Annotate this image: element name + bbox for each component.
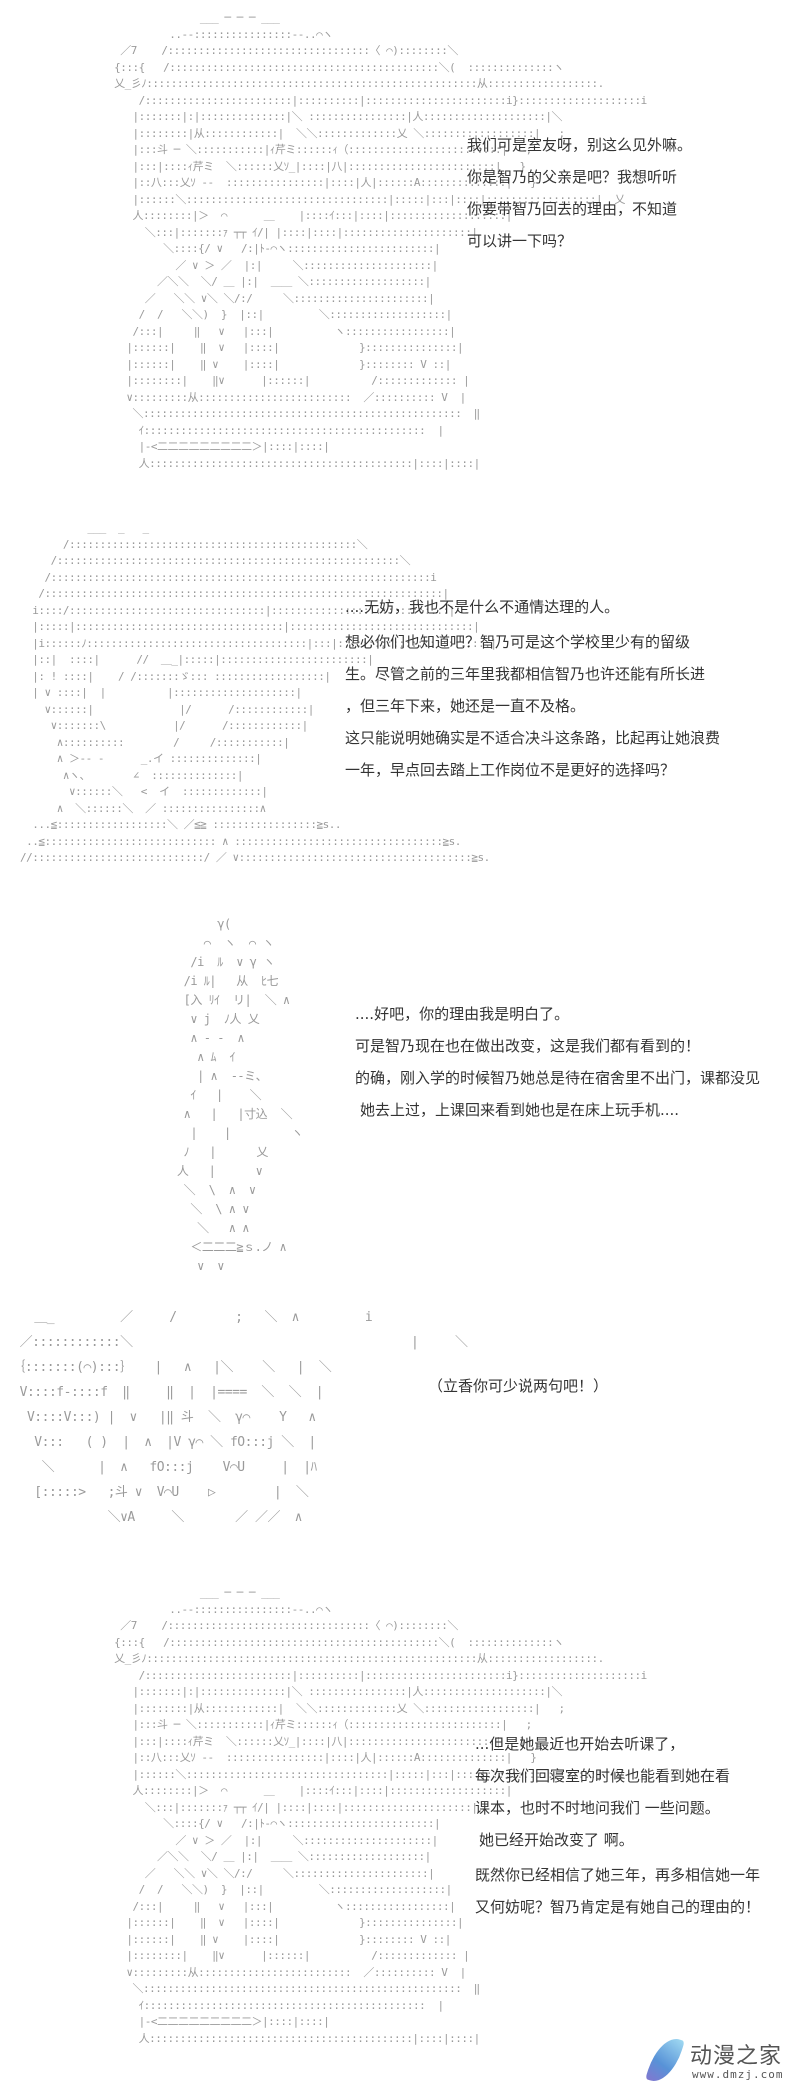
dialogue-line: 她已经开始改变了 啊。 xyxy=(479,1831,634,1849)
dialogue-line: 课本，也时不时地问我们 一些问题。 xyxy=(475,1799,720,1817)
dialogue-line: 一年，早点回去踏上工作岗位不是更好的选择吗？ xyxy=(345,761,676,779)
dialogue-line: ....无妨，我也不是什么不通情达理的人。 xyxy=(345,598,620,616)
dialogue-line: 的确，刚入学的时候智乃她总是待在宿舍里不出门，课都没见 xyxy=(355,1069,761,1087)
panel-3: γ( ⌒ ヽ ⌒ ヽ /i ﾙ ∨ γ ヽ /i ﾙ| 从 ﾋ七 [入 ﾘｲ リ… xyxy=(0,905,800,1295)
dialogue-line: 既然你已经相信了她三年，再多相信她一年 xyxy=(475,1866,761,1884)
dialogue-line: 想必你们也知道吧？智乃可是这个学校里少有的留级 xyxy=(345,633,691,651)
panel-4: ＿_ ／ / ; ＼ ∧ i ／::::::::::::＼ | ＼ ｛:::::… xyxy=(0,1295,800,1545)
dialogue-block-1: 我们可是室友呀，别这么见外嘛。 你是智乃的父亲是吧？我想听听 你要带智乃回去的理… xyxy=(467,136,692,264)
dialogue-line: 又何妨呢？智乃肯定是有她自己的理由的！ xyxy=(475,1898,761,1916)
dialogue-line: ....好吧，你的理由我是明白了。 xyxy=(355,1005,570,1023)
watermark-title: 动漫之家 xyxy=(690,2044,783,2069)
dialogue-line: 我们可是室友呀，别这么见外嘛。 xyxy=(467,136,693,154)
ascii-art-girl: ___ ─ ─ ─ ___ ..-‐::::::::::::::::‐-..⌒ヽ… xyxy=(114,11,647,470)
dialogue-line: 她去上过，上课回来看到她也是在床上玩手机.... xyxy=(360,1101,680,1119)
dialogue-line: 每次我们回寝室的时候也能看到她在看 xyxy=(475,1767,731,1785)
panel-5: ___ ─ ─ ─ ___ ..-‐::::::::::::::::‐-..⌒ヽ… xyxy=(0,1575,800,2055)
dialogue-block-5: ...但是她最近也开始去听课了， 每次我们回寝室的时候也能看到她在看 课本，也时… xyxy=(475,1735,760,1930)
dialogue-line: ...但是她最近也开始去听课了， xyxy=(475,1735,685,1753)
dialogue-line: 你要带智乃回去的理由，不知道 xyxy=(467,200,678,218)
leaf-logo-icon xyxy=(645,2033,685,2087)
dmzj-watermark: 动漫之家 www.dmzj.com xyxy=(645,2030,792,2090)
dialogue-line: 这只能说明她确实是不适合决斗这条路，比起再让她浪费 xyxy=(345,729,721,747)
panel-1: ___ ─ ─ ─ ___ ..-‐::::::::::::::::‐-..⌒ヽ… xyxy=(0,0,800,500)
dialogue-line: 可是智乃现在也在做出改变，这是我们都有看到的！ xyxy=(355,1037,701,1055)
dialogue-block-2: ....无妨，我也不是什么不通情达理的人。 想必你们也知道吧？智乃可是这个学校里… xyxy=(345,598,720,793)
aside-remark: （立香你可少说两句吧！） xyxy=(428,1377,609,1395)
ascii-art-surprised-faces: ＿_ ／ / ; ＼ ∧ i ／::::::::::::＼ | ＼ ｛:::::… xyxy=(12,1310,468,1525)
dialogue-line: 可以讲一下吗？ xyxy=(467,232,573,250)
dialogue-line: ，但三年下来，她还是一直不及格。 xyxy=(345,697,586,715)
ascii-art-girl-repeat: ___ ─ ─ ─ ___ ..-‐::::::::::::::::‐-..⌒ヽ… xyxy=(114,1586,647,2045)
dialogue-line: 你是智乃的父亲是吧？我想听听 xyxy=(467,168,678,186)
panel-2: ___ _ _ /:::::::::::::::::::::::::::::::… xyxy=(0,510,800,890)
dialogue-block-3: ....好吧，你的理由我是明白了。 可是智乃现在也在做出改变，这是我们都有看到的… xyxy=(355,1005,760,1133)
dialogue-line: 生。尽管之前的三年里我都相信智乃也许还能有所长进 xyxy=(345,665,706,683)
ascii-art-standing-girl: γ( ⌒ ヽ ⌒ ヽ /i ﾙ ∨ γ ヽ /i ﾙ| 从 ﾋ七 [入 ﾘｲ リ… xyxy=(176,917,303,1273)
watermark-url: www.dmzj.com xyxy=(692,2068,784,2081)
ascii-art-man: ___ _ _ /:::::::::::::::::::::::::::::::… xyxy=(20,521,497,864)
